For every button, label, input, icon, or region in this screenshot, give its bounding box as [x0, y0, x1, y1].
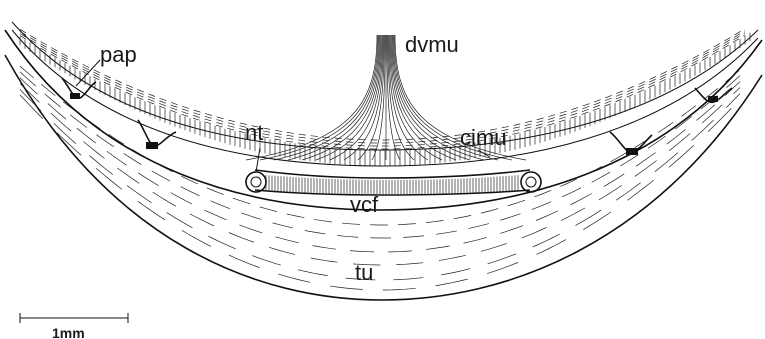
scale-bar-label: 1mm	[52, 325, 85, 339]
nt-pointer-line	[256, 148, 260, 172]
vcf-upper-edge	[255, 170, 530, 178]
label-tu: tu	[355, 260, 373, 285]
label-vcf: vcf	[350, 192, 379, 217]
label-pap: pap	[100, 42, 137, 67]
papilla-3	[610, 132, 652, 155]
nerve-tube-right	[521, 172, 541, 192]
pap-pointer-line	[76, 60, 100, 86]
label-nt: nt	[245, 120, 263, 145]
scale-bar: 1mm	[20, 313, 128, 339]
papilla-1	[62, 78, 96, 99]
ventral-ciliated-field	[255, 170, 530, 195]
label-cimu: cimu	[460, 125, 506, 150]
label-dvmu: dvmu	[405, 32, 459, 57]
nerve-tube-left	[246, 172, 266, 192]
